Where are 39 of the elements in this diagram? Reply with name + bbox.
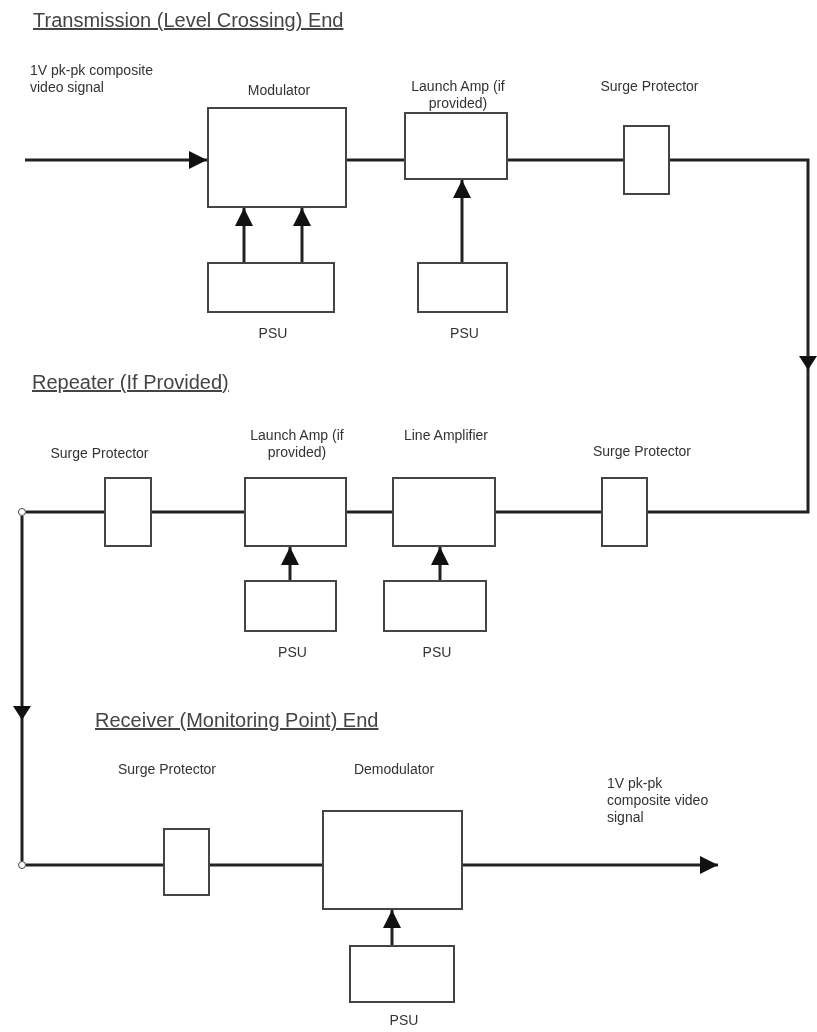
signal-label: 1V pk-pk composite video signal bbox=[30, 62, 154, 96]
block-label: Surge Protector bbox=[591, 443, 693, 460]
block-label: Demodulator bbox=[352, 761, 436, 778]
signal-label: 1V pk-pk composite video signal bbox=[607, 775, 710, 826]
arrow bbox=[13, 516, 31, 861]
section-heading: Transmission (Level Crossing) End bbox=[33, 8, 344, 32]
arrow bbox=[463, 856, 718, 874]
block-label: PSU bbox=[421, 644, 453, 661]
signal-line bbox=[26, 510, 104, 514]
signal-line bbox=[496, 510, 601, 514]
arrow bbox=[25, 151, 207, 169]
arrow bbox=[235, 208, 253, 262]
block-label: PSU bbox=[388, 1012, 420, 1029]
block-label: Modulator bbox=[246, 82, 312, 99]
section-heading: Repeater (If Provided) bbox=[32, 370, 229, 394]
signal-line bbox=[152, 510, 244, 514]
block-label: Line Amplifier bbox=[402, 427, 489, 444]
arrow bbox=[281, 547, 299, 580]
signal-line bbox=[347, 510, 392, 514]
block-label: Launch Amp (if provided) bbox=[249, 427, 345, 461]
terminal-circle bbox=[18, 508, 26, 516]
block-label: PSU bbox=[449, 325, 480, 342]
signal-line bbox=[210, 863, 322, 867]
signal-line bbox=[347, 158, 404, 162]
block-label: Launch Amp (if provided) bbox=[410, 78, 506, 112]
block-label: PSU bbox=[257, 325, 289, 342]
block-label: Surge Protector bbox=[116, 761, 218, 778]
section-heading: Receiver (Monitoring Point) End bbox=[95, 708, 379, 732]
signal-line bbox=[26, 863, 163, 867]
block-label: Surge Protector bbox=[49, 445, 150, 462]
terminal-circle bbox=[18, 861, 26, 869]
arrow bbox=[453, 180, 471, 262]
block-label: Surge Protector bbox=[599, 78, 700, 95]
arrow bbox=[648, 158, 817, 514]
signal-line bbox=[508, 158, 623, 162]
arrow bbox=[431, 547, 449, 580]
arrow bbox=[383, 910, 401, 945]
arrow bbox=[293, 208, 311, 262]
block-label: PSU bbox=[277, 644, 308, 661]
